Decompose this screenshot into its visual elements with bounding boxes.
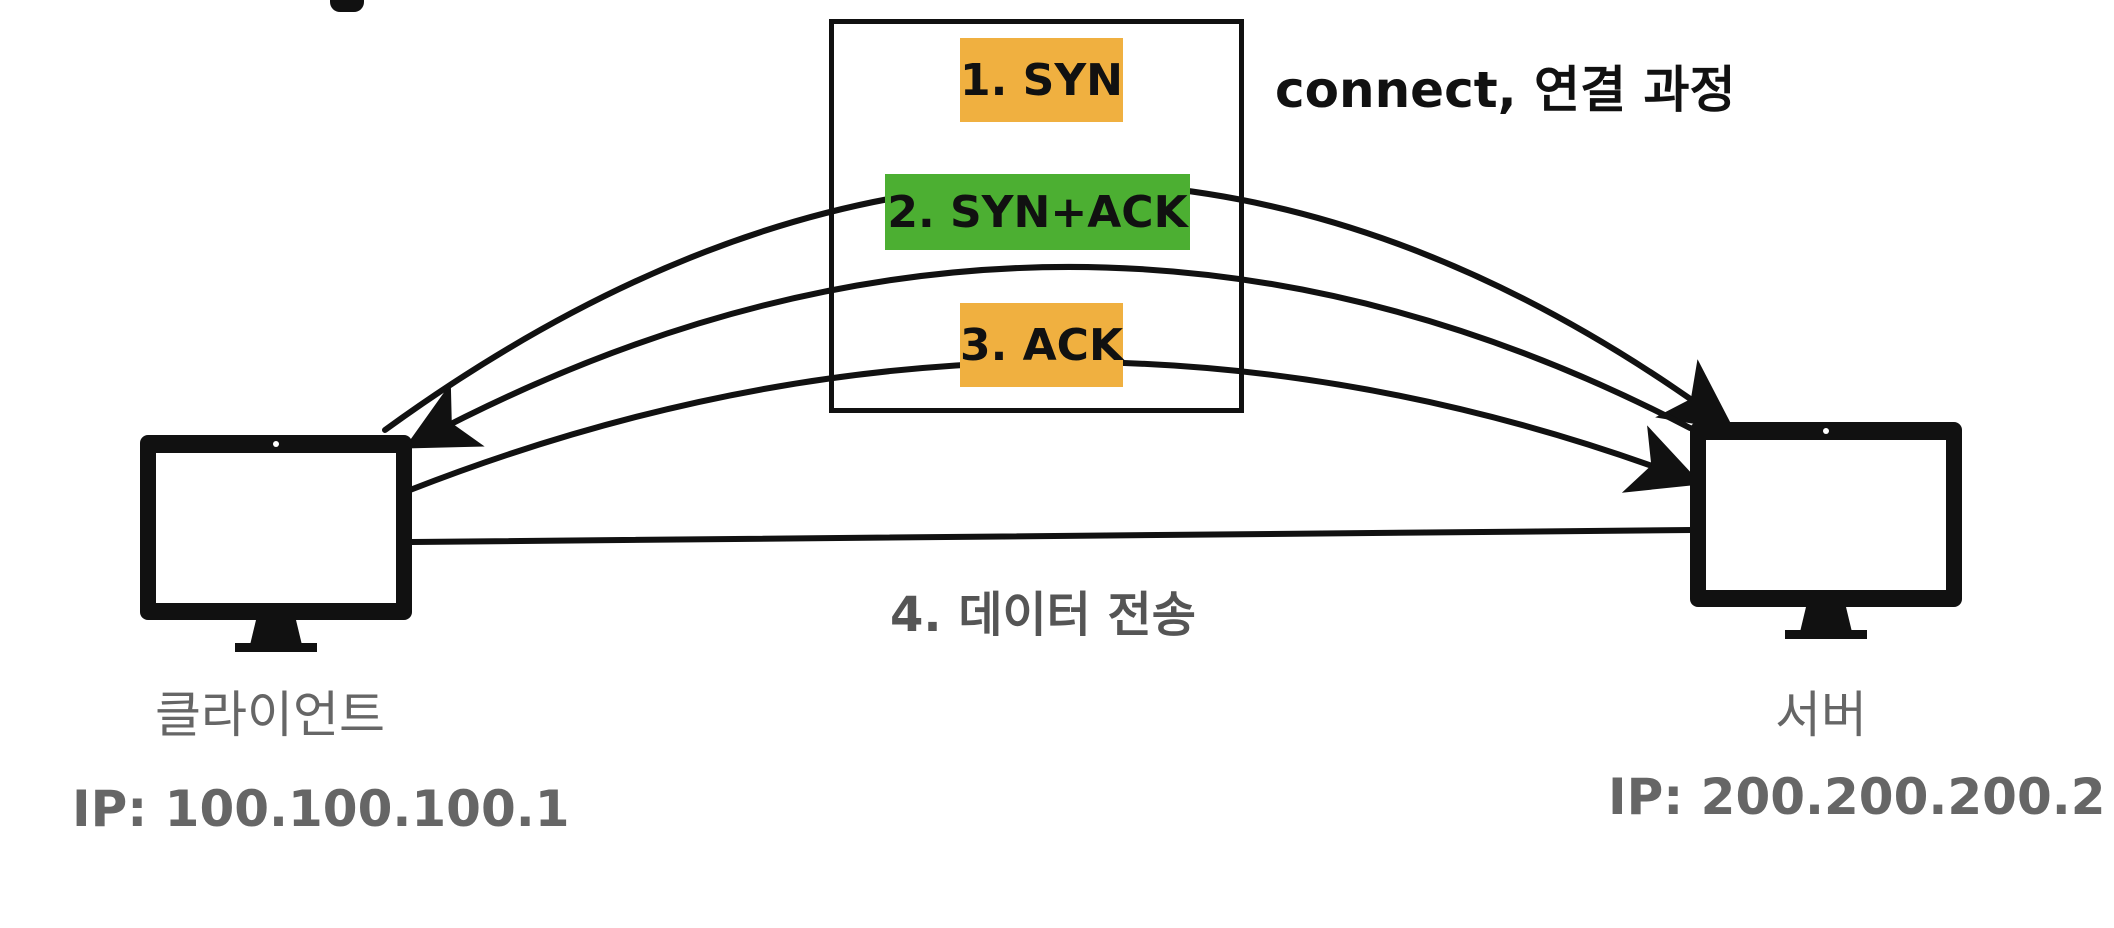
diagram-title: connect, 연결 과정 bbox=[1275, 61, 1736, 119]
step-ack-label: 3. ACK bbox=[960, 303, 1123, 387]
step-syn-ack-label: 2. SYN+ACK bbox=[885, 174, 1190, 250]
cropped-heading-fragment bbox=[330, 0, 364, 12]
syn-ack-arrow bbox=[404, 264, 1693, 449]
client-ip: IP: 100.100.100.1 bbox=[72, 780, 570, 838]
client-monitor-icon bbox=[140, 435, 412, 652]
data-transfer-line bbox=[409, 527, 1695, 545]
client-name: 클라이언트 bbox=[155, 686, 385, 744]
handshake-box bbox=[829, 19, 1244, 413]
data-transfer-label: 4. 데이터 전송 bbox=[890, 587, 1196, 643]
step-syn-label: 1. SYN bbox=[960, 38, 1123, 122]
server-monitor-icon bbox=[1690, 422, 1962, 639]
server-ip: IP: 200.200.200.2 bbox=[1608, 768, 2106, 826]
server-name: 서버 bbox=[1775, 686, 1867, 744]
